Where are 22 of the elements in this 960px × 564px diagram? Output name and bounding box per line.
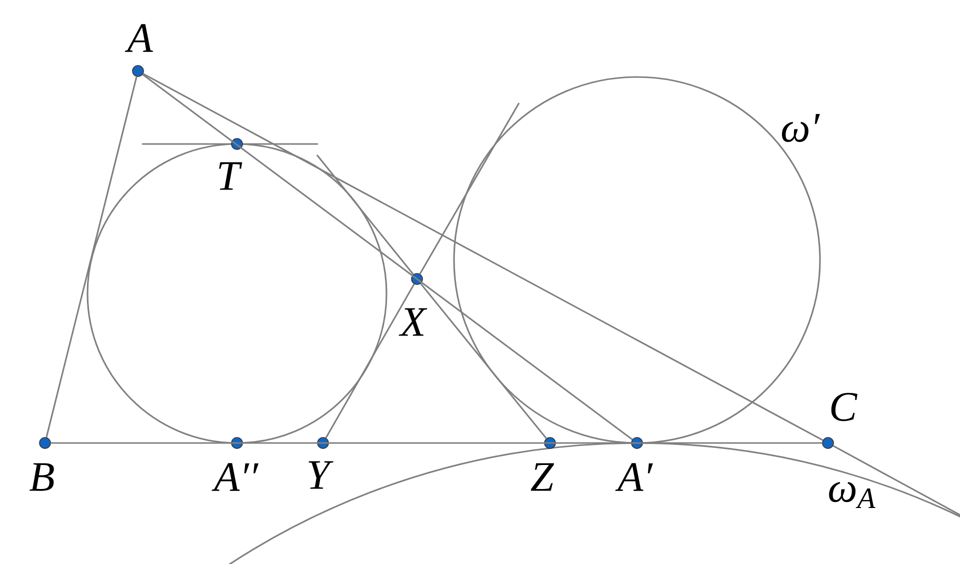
point-label: Z xyxy=(530,463,554,491)
point-label: B xyxy=(30,463,54,491)
point xyxy=(411,273,423,285)
point-label: C xyxy=(831,392,858,422)
curve-label: ω′ xyxy=(782,114,820,142)
line xyxy=(142,74,633,440)
point-label: A′ xyxy=(615,463,653,491)
curve-label: ω$_{A}$ xyxy=(829,482,876,508)
line xyxy=(420,283,547,439)
point xyxy=(39,437,51,449)
point-label: A′′ xyxy=(212,463,259,491)
point-label: Y xyxy=(308,461,334,489)
line xyxy=(325,284,415,438)
point xyxy=(132,65,144,77)
point xyxy=(231,138,243,150)
line xyxy=(142,73,824,441)
point-label: A xyxy=(124,24,153,52)
point-label: T xyxy=(219,162,242,190)
line xyxy=(46,76,138,438)
point-label: X xyxy=(398,308,428,336)
line xyxy=(419,102,520,274)
line xyxy=(316,154,414,275)
